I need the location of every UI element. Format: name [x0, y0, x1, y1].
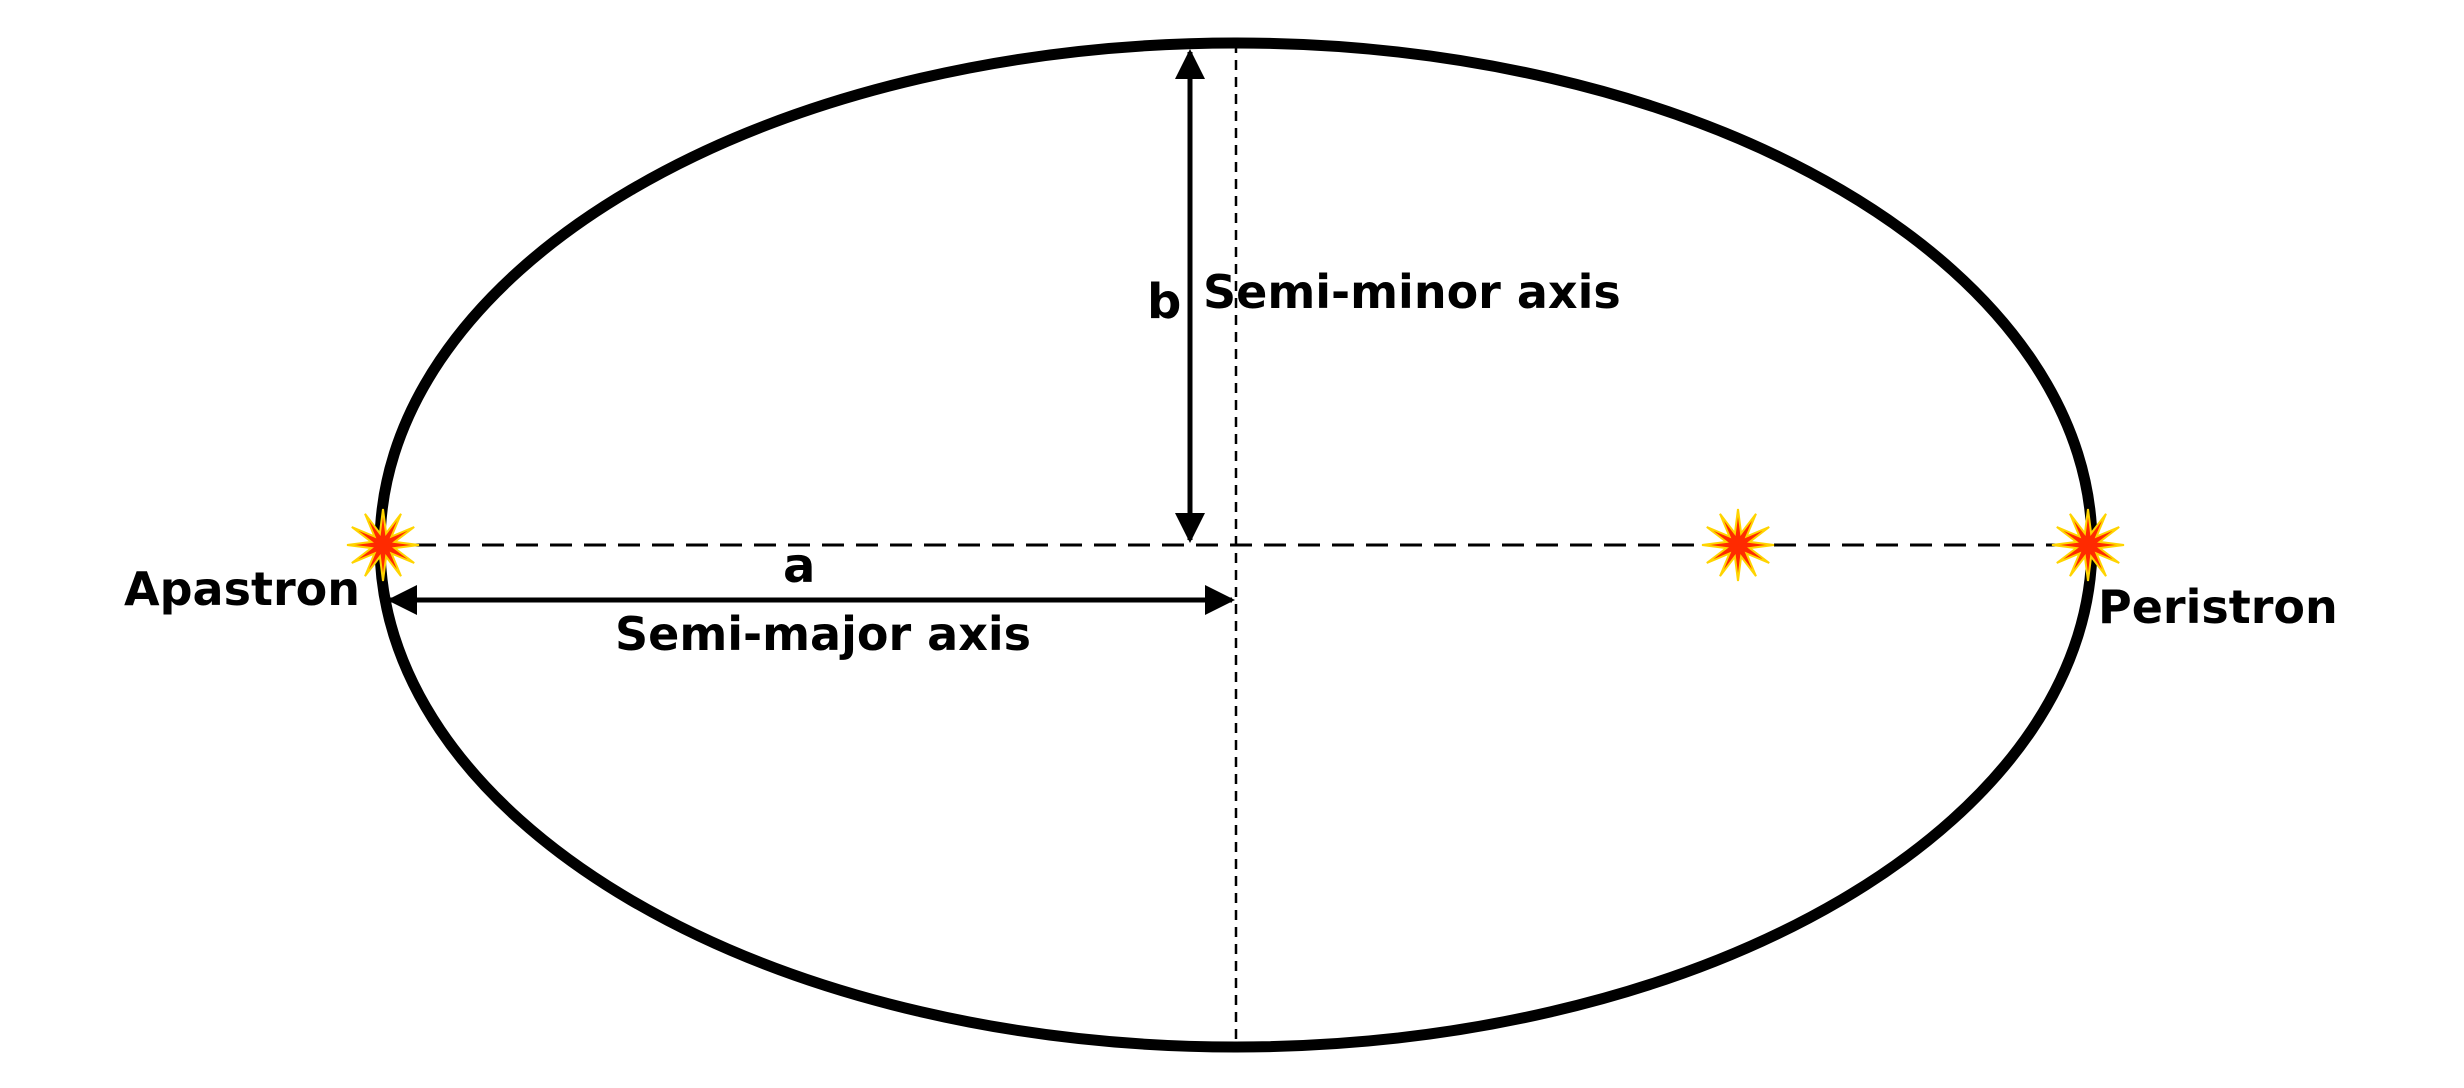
apastron-star-icon — [346, 508, 420, 582]
apastron-label: Apastron — [124, 562, 360, 616]
periastron-label: Peristron — [2098, 580, 2338, 634]
semi-minor-label: Semi-minor axis — [1203, 265, 1621, 319]
semi-major-label: Semi-major axis — [615, 607, 1031, 661]
semi-major-symbol: a — [783, 538, 815, 594]
periastron-star-icon — [2051, 508, 2125, 582]
semi-minor-symbol: b — [1147, 274, 1181, 330]
focus-star-icon — [1701, 508, 1775, 582]
